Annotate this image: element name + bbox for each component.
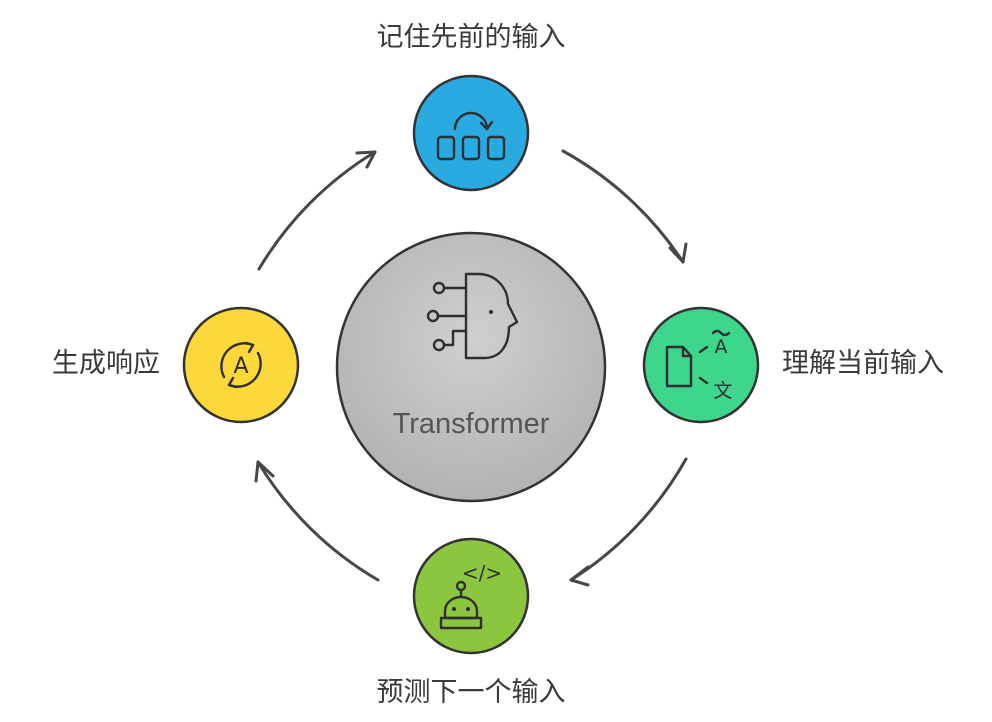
label-respond: 生成响应: [52, 348, 160, 379]
arrow-respond-to-remember: [257, 150, 377, 271]
ai-head-icon: [426, 272, 519, 360]
label-remember: 记住先前的输入: [376, 22, 566, 53]
center-node: Transformer: [335, 231, 607, 503]
node-predict: </>: [412, 537, 530, 655]
label-predict: 预测下一个输入: [376, 677, 566, 708]
cycle-a-icon: A: [220, 341, 262, 389]
node-remember: [412, 74, 530, 192]
arrow-predict-to-respond: [254, 460, 380, 582]
connector-arcs: [254, 149, 688, 587]
arrow-understand-to-predict: [569, 457, 688, 587]
center-title: Transformer: [393, 408, 550, 440]
label-understand: 理解当前输入: [782, 348, 944, 379]
node-respond: A: [182, 306, 300, 424]
translate-glyph-bottom: 文: [713, 380, 732, 402]
code-glyph: </>: [462, 561, 502, 585]
node-understand: A 文: [642, 306, 760, 424]
translate-glyph-top: A: [715, 336, 728, 358]
cycle-glyph: A: [233, 354, 248, 379]
translate-icon: A 文: [665, 329, 733, 402]
arrow-remember-to-understand: [561, 149, 688, 264]
memory-boxes-icon: [436, 111, 506, 161]
robot-code-icon: </>: [439, 561, 502, 630]
